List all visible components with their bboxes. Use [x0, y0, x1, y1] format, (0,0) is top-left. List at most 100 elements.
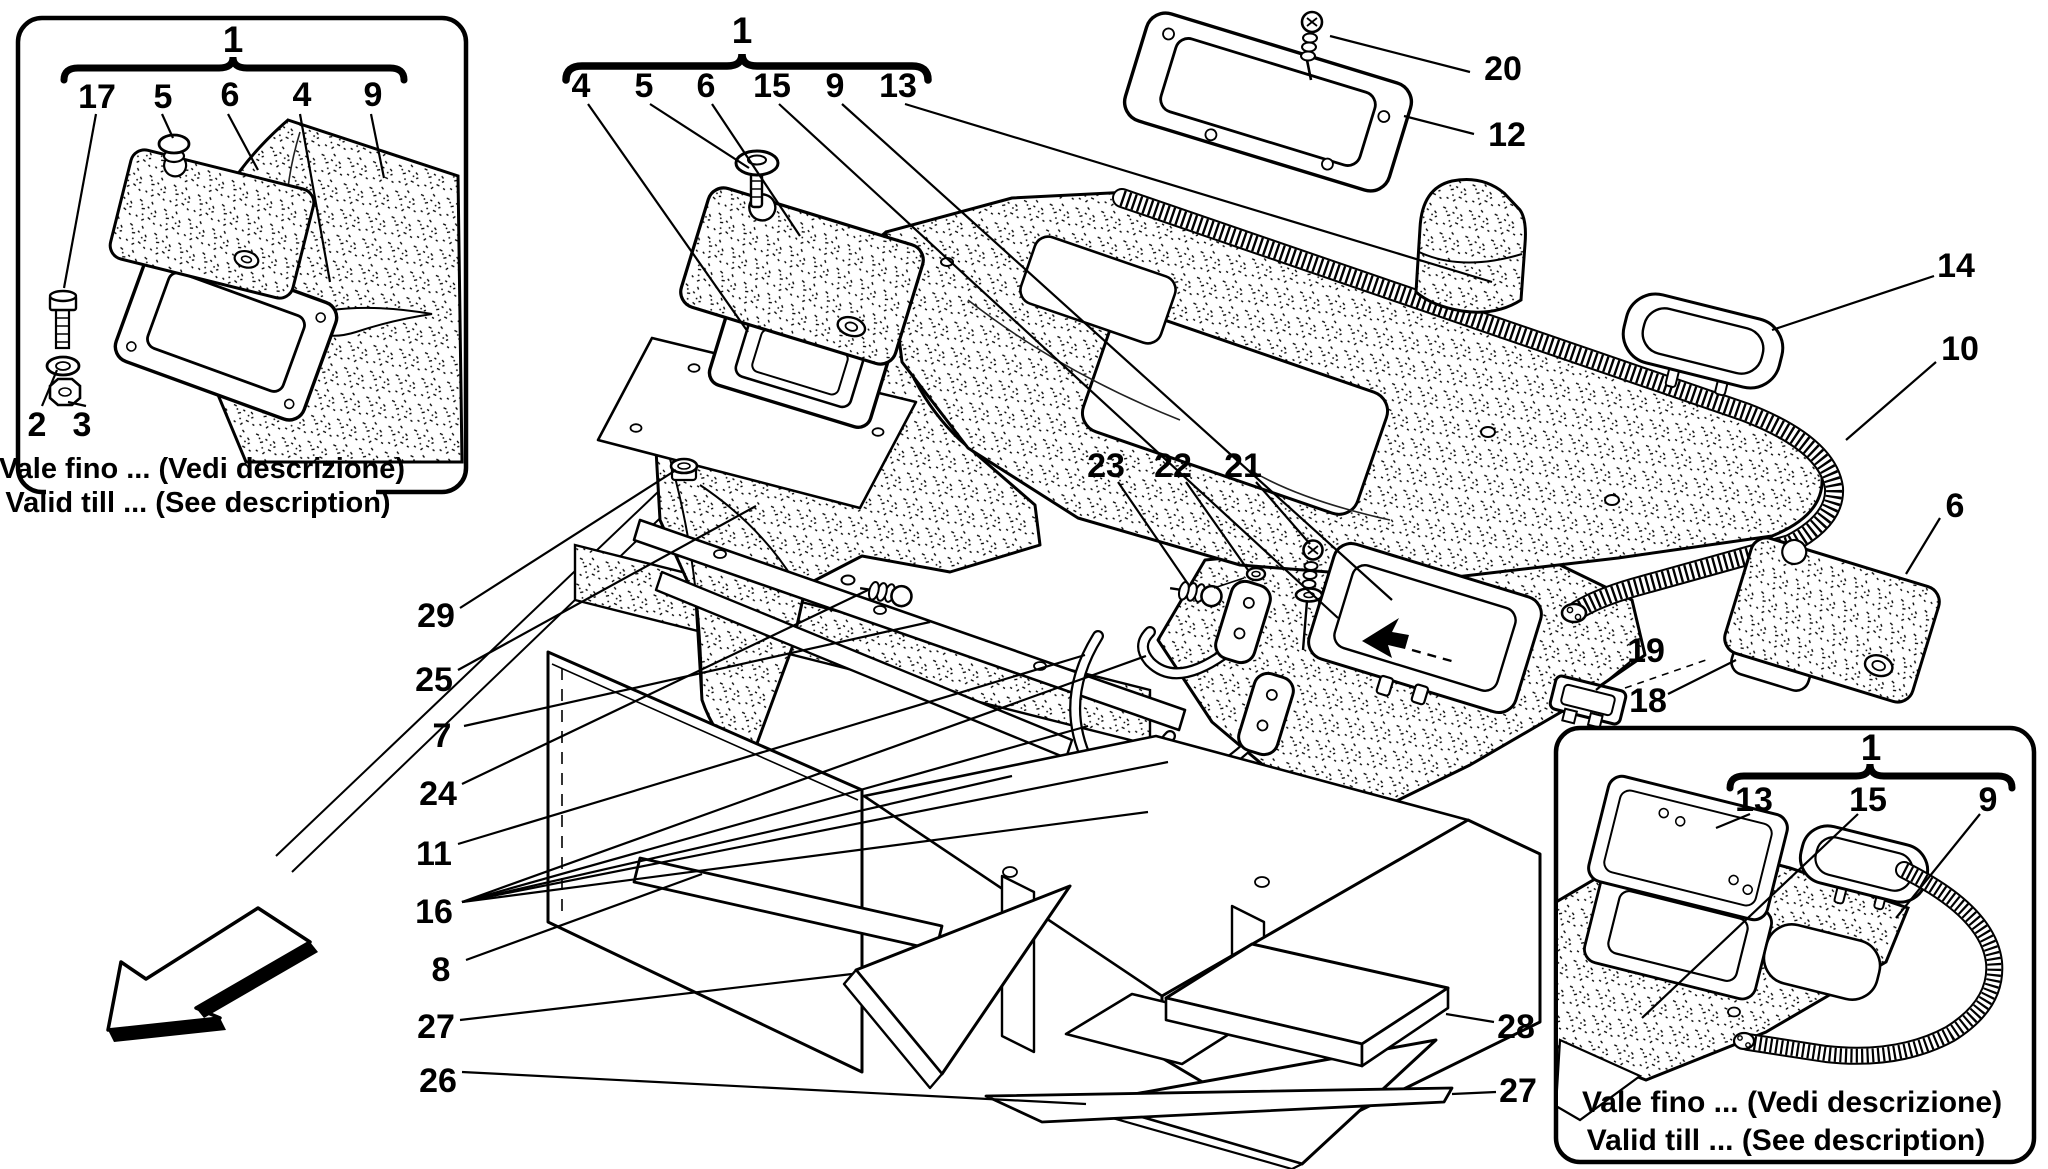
inset-oval-opening [1762, 923, 1882, 1001]
washer-22-hole [1251, 570, 1261, 578]
callout-8: 8 [432, 951, 451, 989]
inset-edge-trim-9 [1732, 861, 2004, 1065]
callout-1: 1 [223, 19, 244, 60]
panel-27-left-edge [842, 968, 944, 1090]
plate-hole [871, 427, 885, 437]
callout-27b: 27 [1499, 1072, 1537, 1110]
callout-11: 11 [416, 835, 452, 873]
board-28-edge [1360, 986, 1450, 1068]
callout-2: 2 [28, 406, 47, 444]
carpet-fold-line [967, 299, 1181, 421]
callout-9: 9 [826, 67, 845, 105]
callout-15: 15 [753, 67, 791, 105]
carpet-fold-line [1249, 469, 1391, 521]
inset-cover-13 [1587, 774, 1789, 922]
screw-hole [840, 574, 856, 586]
callout-21: 21 [1224, 447, 1262, 485]
inset-nut-3 [48, 377, 82, 407]
travel-direction-arrow-icon [106, 906, 318, 1042]
callout-4: 4 [572, 67, 591, 105]
callout-26: 26 [419, 1062, 457, 1100]
hook-bracket-upper [1137, 579, 1272, 680]
inset-plug-5 [157, 133, 191, 164]
callout-12: 12 [1488, 116, 1526, 154]
callout-6b: 6 [1946, 487, 1965, 525]
inset-bezel [1798, 824, 1930, 911]
callout-24: 24 [419, 775, 457, 813]
callout-13: 13 [879, 67, 917, 105]
callout-1: 1 [1861, 727, 1882, 768]
group-bracket [60, 56, 408, 84]
callout-14: 14 [1937, 247, 1975, 285]
callout-1: 1 [732, 10, 753, 51]
callout-17: 17 [78, 78, 116, 116]
gasket-frame-12 [1122, 11, 1414, 193]
main-diagram: 1 4 5 6 15 9 13 20 12 14 10 6 19 18 28 2… [106, 10, 1979, 1169]
flap-panel-6 [1723, 536, 1941, 704]
callout-6: 6 [697, 67, 716, 105]
caption-backing [46, 486, 376, 516]
group-bracket [1726, 763, 2016, 792]
plate-hole [629, 423, 643, 433]
carpet-cut-corner [1558, 1038, 1643, 1122]
carpet-hole [1604, 494, 1620, 506]
callout-7: 7 [433, 717, 452, 755]
carpet-fold-line [699, 484, 796, 583]
inset-leader-lines [40, 113, 386, 408]
callout-19: 19 [1627, 632, 1665, 670]
tub-front-wall [546, 650, 864, 1074]
inset-caption-english: Valid till ... (See description) [1587, 1124, 1985, 1157]
bottom-right-inset: 1 13 15 9 Vale fino ... (Vedi descrizion… [1553, 725, 2037, 1165]
handle-bezel-14 [1621, 292, 1785, 397]
callout-27: 27 [417, 1008, 455, 1046]
callout-10: 10 [1941, 330, 1979, 368]
callout-13: 13 [1735, 781, 1773, 819]
clip-19 [1548, 674, 1628, 729]
screw-24 [859, 581, 913, 608]
callout-5: 5 [154, 78, 173, 116]
callout-29: 29 [417, 597, 455, 635]
rail-hole [873, 605, 887, 615]
rail-hole [713, 549, 727, 559]
callout-20: 20 [1484, 50, 1522, 88]
foam-pad [1414, 178, 1527, 314]
foam-pad-edge [1418, 251, 1523, 264]
carpet-hole [1727, 1006, 1741, 1018]
inset-washer-2 [45, 355, 81, 377]
screw-20 [1300, 10, 1324, 81]
carpet-opening [1080, 308, 1390, 516]
support-rail [632, 518, 1187, 732]
callout-9: 9 [1979, 781, 1998, 819]
inset-caption-italian: Vale fino ... (Vedi descrizione) [0, 453, 405, 485]
callout-5: 5 [635, 67, 654, 105]
floor-hole [1254, 876, 1270, 888]
callout-6: 6 [221, 76, 240, 114]
screw-23 [1169, 581, 1223, 608]
callout-9: 9 [364, 76, 383, 114]
leader-lines [457, 34, 1941, 1106]
carpet-hole [1480, 426, 1496, 438]
arrow-dash-line [1411, 648, 1456, 664]
top-left-inset: 1 17 5 6 4 9 2 3 Vale fino ... (Vedi des… [0, 15, 469, 519]
callout-18: 18 [1629, 682, 1667, 720]
edge-trim-strip [1112, 188, 1845, 624]
direction-arrow-icon [1362, 618, 1409, 658]
callout-22: 22 [1154, 447, 1192, 485]
callout-3: 3 [73, 406, 92, 444]
board-27-right [984, 1086, 1454, 1124]
plate-hole [687, 363, 701, 373]
callout-15: 15 [1849, 781, 1887, 819]
floor-hole [1002, 866, 1018, 878]
cover-panel-6 [679, 186, 925, 366]
inset-leader-lines [1641, 812, 1981, 1019]
carpet-opening-small [1019, 235, 1177, 345]
callout-4: 4 [293, 76, 312, 114]
inset-drawing [1558, 774, 2004, 1122]
callout-16: 16 [415, 893, 453, 931]
pointer-line [1213, 577, 1245, 589]
inset-bolt-17 [48, 289, 78, 350]
inset-caption-italian: Vale fino ... (Vedi descrizione) [1582, 1086, 2002, 1119]
nut-29 [669, 457, 699, 482]
group-bracket [562, 53, 932, 84]
